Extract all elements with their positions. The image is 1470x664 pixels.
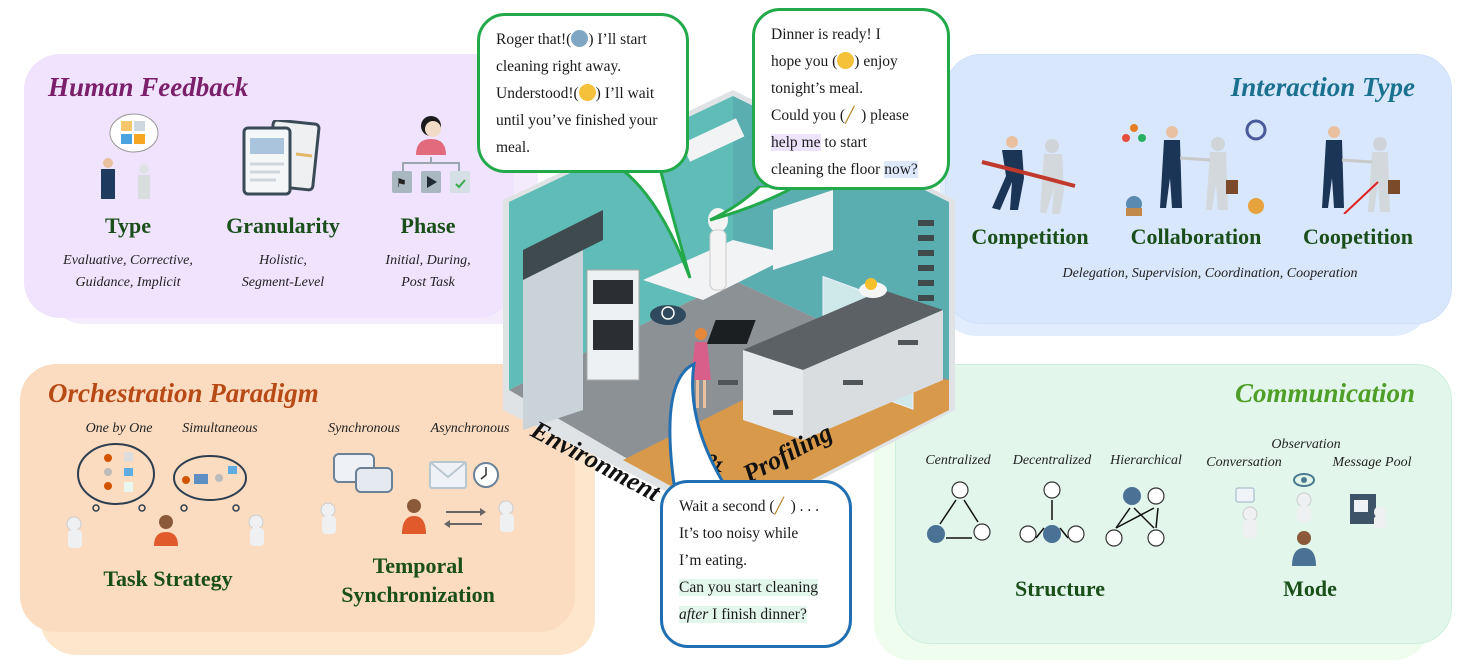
robot-reply-text: ) I’ll start bbox=[588, 31, 647, 48]
human-reply-bubble: Wait a second (╱ ) . . . It’s too noisy w… bbox=[660, 480, 852, 648]
option-hierarchical: Hierarchical bbox=[1110, 453, 1182, 468]
robot-reply-bubble: Roger that!( ) I’ll start cleaning right … bbox=[477, 13, 689, 173]
option-decentralized: Decentralized bbox=[1012, 453, 1092, 468]
category-competition: Competition bbox=[971, 224, 1089, 249]
robot-request-bubble: Dinner is ready! I hope you ( ) enjoy ton… bbox=[752, 8, 950, 190]
robot-reply-text: until you’ve finished your bbox=[496, 112, 658, 129]
kitchen-environment-illustration bbox=[503, 90, 955, 525]
highlight-now: now? bbox=[884, 161, 918, 178]
interaction-type-title: Interaction Type bbox=[1230, 72, 1415, 102]
granularity-options-line1: Holistic, bbox=[259, 253, 307, 268]
bubble-tail-robot-reply bbox=[617, 168, 692, 279]
interaction-type-panel bbox=[945, 54, 1452, 324]
robot-request-text: ) enjoy bbox=[854, 53, 898, 70]
documents-icon bbox=[242, 120, 321, 196]
human-reply-text: ) . . . bbox=[790, 498, 820, 515]
robot-request-text: hope you ( bbox=[771, 53, 838, 70]
robot-request-text: tonight’s meal. bbox=[771, 80, 864, 97]
phase-person-icon: ⚑ bbox=[392, 116, 470, 193]
option-conversation: Conversation bbox=[1206, 455, 1282, 470]
task-strategy-thought-icon bbox=[66, 443, 264, 548]
interaction-subtypes: Delegation, Supervision, Coordination, C… bbox=[1062, 266, 1358, 281]
option-message-pool: Message Pool bbox=[1332, 455, 1412, 470]
category-task-strategy: Task Strategy bbox=[103, 566, 233, 591]
communication-title: Communication bbox=[1234, 378, 1415, 408]
type-options-line2: Guidance, Implicit bbox=[75, 275, 181, 290]
human-feedback-title: Human Feedback bbox=[48, 72, 249, 102]
category-collaboration: Collaboration bbox=[1130, 224, 1262, 249]
option-asynchronous: Asynchronous bbox=[430, 421, 510, 436]
option-one-by-one: One by One bbox=[85, 421, 153, 436]
coopetition-handshake-icon bbox=[1322, 126, 1400, 214]
option-synchronous: Synchronous bbox=[328, 421, 400, 436]
category-structure: Structure bbox=[1014, 576, 1106, 601]
communication-mode-icon bbox=[1235, 473, 1386, 566]
broom-icon: ╱ bbox=[774, 498, 784, 515]
robot-request-text: Dinner is ready! I bbox=[771, 26, 881, 43]
robot-reply-text: Roger that!( bbox=[496, 31, 572, 48]
category-type: Type bbox=[104, 213, 152, 238]
robot-request-text: to start bbox=[820, 134, 867, 151]
category-mode: Mode bbox=[1283, 576, 1337, 601]
human-robot-feedback-icon bbox=[101, 113, 159, 199]
type-options-line1: Evaluative, Corrective, bbox=[63, 253, 193, 268]
category-temporal-synchronization: Temporal Synchronization bbox=[318, 551, 518, 609]
option-observation: Observation bbox=[1271, 437, 1341, 452]
type-options: Evaluative, Corrective, Guidance, Implic… bbox=[50, 250, 206, 294]
competition-race-icon bbox=[981, 136, 1076, 214]
option-simultaneous: Simultaneous bbox=[182, 421, 258, 436]
woman-face-icon bbox=[578, 84, 596, 101]
woman-face-icon bbox=[837, 52, 855, 69]
highlight-help-me: help me bbox=[771, 134, 821, 151]
bubble-tail-human-reply bbox=[668, 361, 726, 484]
highlight-after: after bbox=[679, 606, 709, 623]
category-granularity: Granularity bbox=[226, 213, 340, 238]
fridge bbox=[523, 250, 583, 430]
granularity-options: Holistic, Segment-Level bbox=[222, 250, 344, 294]
svg-text:⚑: ⚑ bbox=[396, 176, 407, 190]
orchestration-panel bbox=[20, 364, 575, 632]
robot-request-text: Could you ( bbox=[771, 107, 846, 124]
temporal-sync-icon bbox=[320, 453, 514, 534]
category-coopetition: Coopetition bbox=[1303, 224, 1413, 249]
bubble-tail-robot-request bbox=[709, 186, 800, 222]
robot-reply-text: ) I’ll wait bbox=[595, 85, 655, 102]
robot-request-text: ) please bbox=[861, 107, 909, 124]
highlight-request: Can you start cleaning bbox=[679, 579, 819, 596]
human-reply-text: It’s too noisy while bbox=[679, 525, 799, 542]
human-reply-text: I’m eating. bbox=[679, 552, 748, 569]
phase-options-line1: Initial, During, bbox=[385, 253, 471, 268]
phase-options-line2: Post Task bbox=[401, 275, 455, 290]
structure-topology-icon bbox=[927, 481, 1165, 547]
phase-options: Initial, During, Post Task bbox=[368, 250, 488, 294]
human-reply-text: I finish dinner? bbox=[708, 606, 807, 623]
granularity-options-line2: Segment-Level bbox=[241, 275, 325, 290]
broom-icon: ╱ bbox=[845, 107, 855, 124]
robot-request-text: cleaning the floor bbox=[771, 161, 885, 178]
robot-reply-text: meal. bbox=[496, 139, 530, 156]
human-reply-text: Wait a second ( bbox=[679, 498, 775, 515]
temporal-label-line2: Synchronization bbox=[341, 582, 495, 607]
collaboration-handshake-icon bbox=[1122, 119, 1267, 216]
robot-face-icon bbox=[571, 30, 589, 47]
orchestration-title: Orchestration Paradigm bbox=[48, 378, 319, 408]
option-centralized: Centralized bbox=[925, 453, 991, 468]
temporal-label-line1: Temporal bbox=[372, 553, 464, 578]
robot-reply-text: cleaning right away. bbox=[496, 58, 622, 75]
robot-reply-text: Understood!( bbox=[496, 85, 579, 102]
category-phase: Phase bbox=[400, 213, 456, 238]
